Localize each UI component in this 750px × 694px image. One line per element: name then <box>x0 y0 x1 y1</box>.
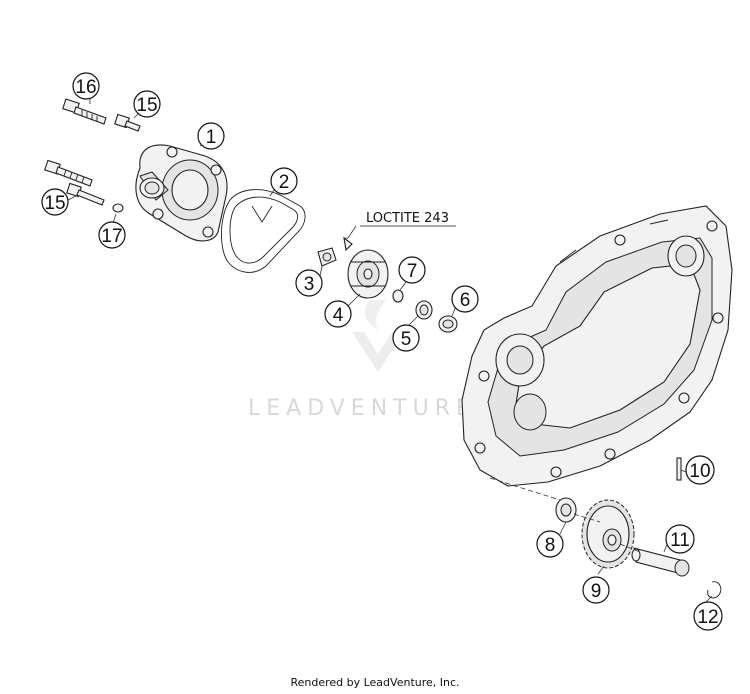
seal-6 <box>438 315 458 333</box>
watermark-logo <box>352 300 404 372</box>
shaft-11 <box>631 547 690 577</box>
callout-4: 4 <box>324 300 352 328</box>
washer-17 <box>112 203 124 213</box>
circlip-12 <box>707 581 722 599</box>
bolt-15-upper <box>114 113 141 132</box>
loctite-label: LOCTITE 243 <box>366 211 449 226</box>
callout-15-lower: 15 <box>41 188 69 216</box>
callout-2: 2 <box>270 167 298 195</box>
callout-15-lower-label: 15 <box>44 193 65 214</box>
callout-3-label: 3 <box>304 274 315 295</box>
callout-8-label: 8 <box>545 535 556 556</box>
callout-17-label: 17 <box>101 226 122 247</box>
gasket-2 <box>220 189 306 273</box>
callout-16-label: 16 <box>75 77 96 98</box>
callout-12: 12 <box>693 601 723 631</box>
impeller-4 <box>347 249 389 299</box>
callout-4-label: 4 <box>333 305 344 326</box>
bolt-16 <box>62 98 107 125</box>
callout-3: 3 <box>295 269 323 297</box>
bolt-15-lower <box>66 182 105 206</box>
gear-9 <box>581 499 635 569</box>
water-pump-cover-1 <box>135 144 228 242</box>
bolt-left-upper <box>44 159 93 187</box>
clip <box>343 236 353 252</box>
callout-15-upper-label: 15 <box>136 95 157 116</box>
ring-7 <box>392 289 404 303</box>
callout-8: 8 <box>536 530 564 558</box>
callout-5-label: 5 <box>401 329 412 350</box>
callout-5: 5 <box>392 324 420 352</box>
callout-7: 7 <box>398 256 426 284</box>
callout-12-label: 12 <box>697 607 718 628</box>
callout-16: 16 <box>72 72 100 100</box>
callout-17: 17 <box>98 221 126 249</box>
callout-1: 1 <box>197 122 225 150</box>
seal-5 <box>415 300 433 320</box>
callout-1-label: 1 <box>206 127 217 148</box>
callout-11-label: 11 <box>670 530 690 551</box>
callout-10: 10 <box>685 455 715 485</box>
callout-6-label: 6 <box>460 290 471 311</box>
bearing-8 <box>555 497 577 523</box>
callout-10-label: 10 <box>689 461 710 482</box>
callout-7-label: 7 <box>407 261 418 282</box>
watermark-text: LEADVENTURE <box>248 396 476 421</box>
callout-9: 9 <box>582 576 610 604</box>
crankcase-cover <box>461 205 733 487</box>
callout-6: 6 <box>451 285 479 313</box>
footer-credit: Rendered by LeadVenture, Inc. <box>290 676 460 689</box>
callout-15-upper: 15 <box>133 90 161 118</box>
callout-11: 11 <box>665 524 695 554</box>
nut-3 <box>317 247 337 267</box>
callout-2-label: 2 <box>279 172 290 193</box>
callout-9-label: 9 <box>591 581 602 602</box>
pin-10 <box>676 457 682 481</box>
